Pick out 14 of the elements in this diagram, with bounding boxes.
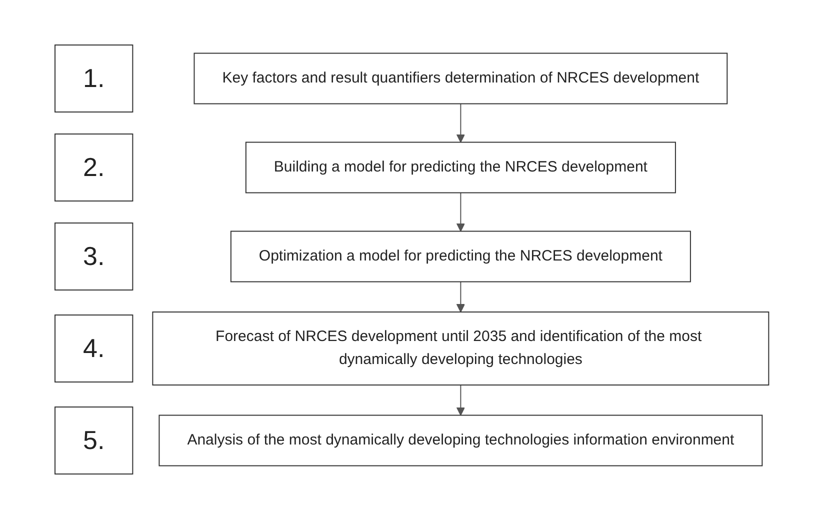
node-box: 2. <box>54 133 133 201</box>
node-box: Forecast of NRCES development until 2035 and identification of the most dynamically developing technologies <box>152 311 769 385</box>
node-box: Optimization a model for predicting the NRCES development <box>230 230 691 282</box>
arrow <box>456 280 465 312</box>
node-box: 5. <box>54 406 133 474</box>
node-box: 3. <box>54 222 133 290</box>
arrow <box>456 384 465 416</box>
node-box: 4. <box>54 314 133 382</box>
arrow <box>456 102 465 142</box>
arrow <box>456 192 465 232</box>
node-box: Building a model for predicting the NRCES development <box>245 141 676 193</box>
node-box: Key factors and result quantifiers determination of NRCES development <box>193 52 728 104</box>
node-box: 1. <box>54 44 133 112</box>
node-box: Analysis of the most dynamically developing technologies information environment <box>158 414 762 466</box>
